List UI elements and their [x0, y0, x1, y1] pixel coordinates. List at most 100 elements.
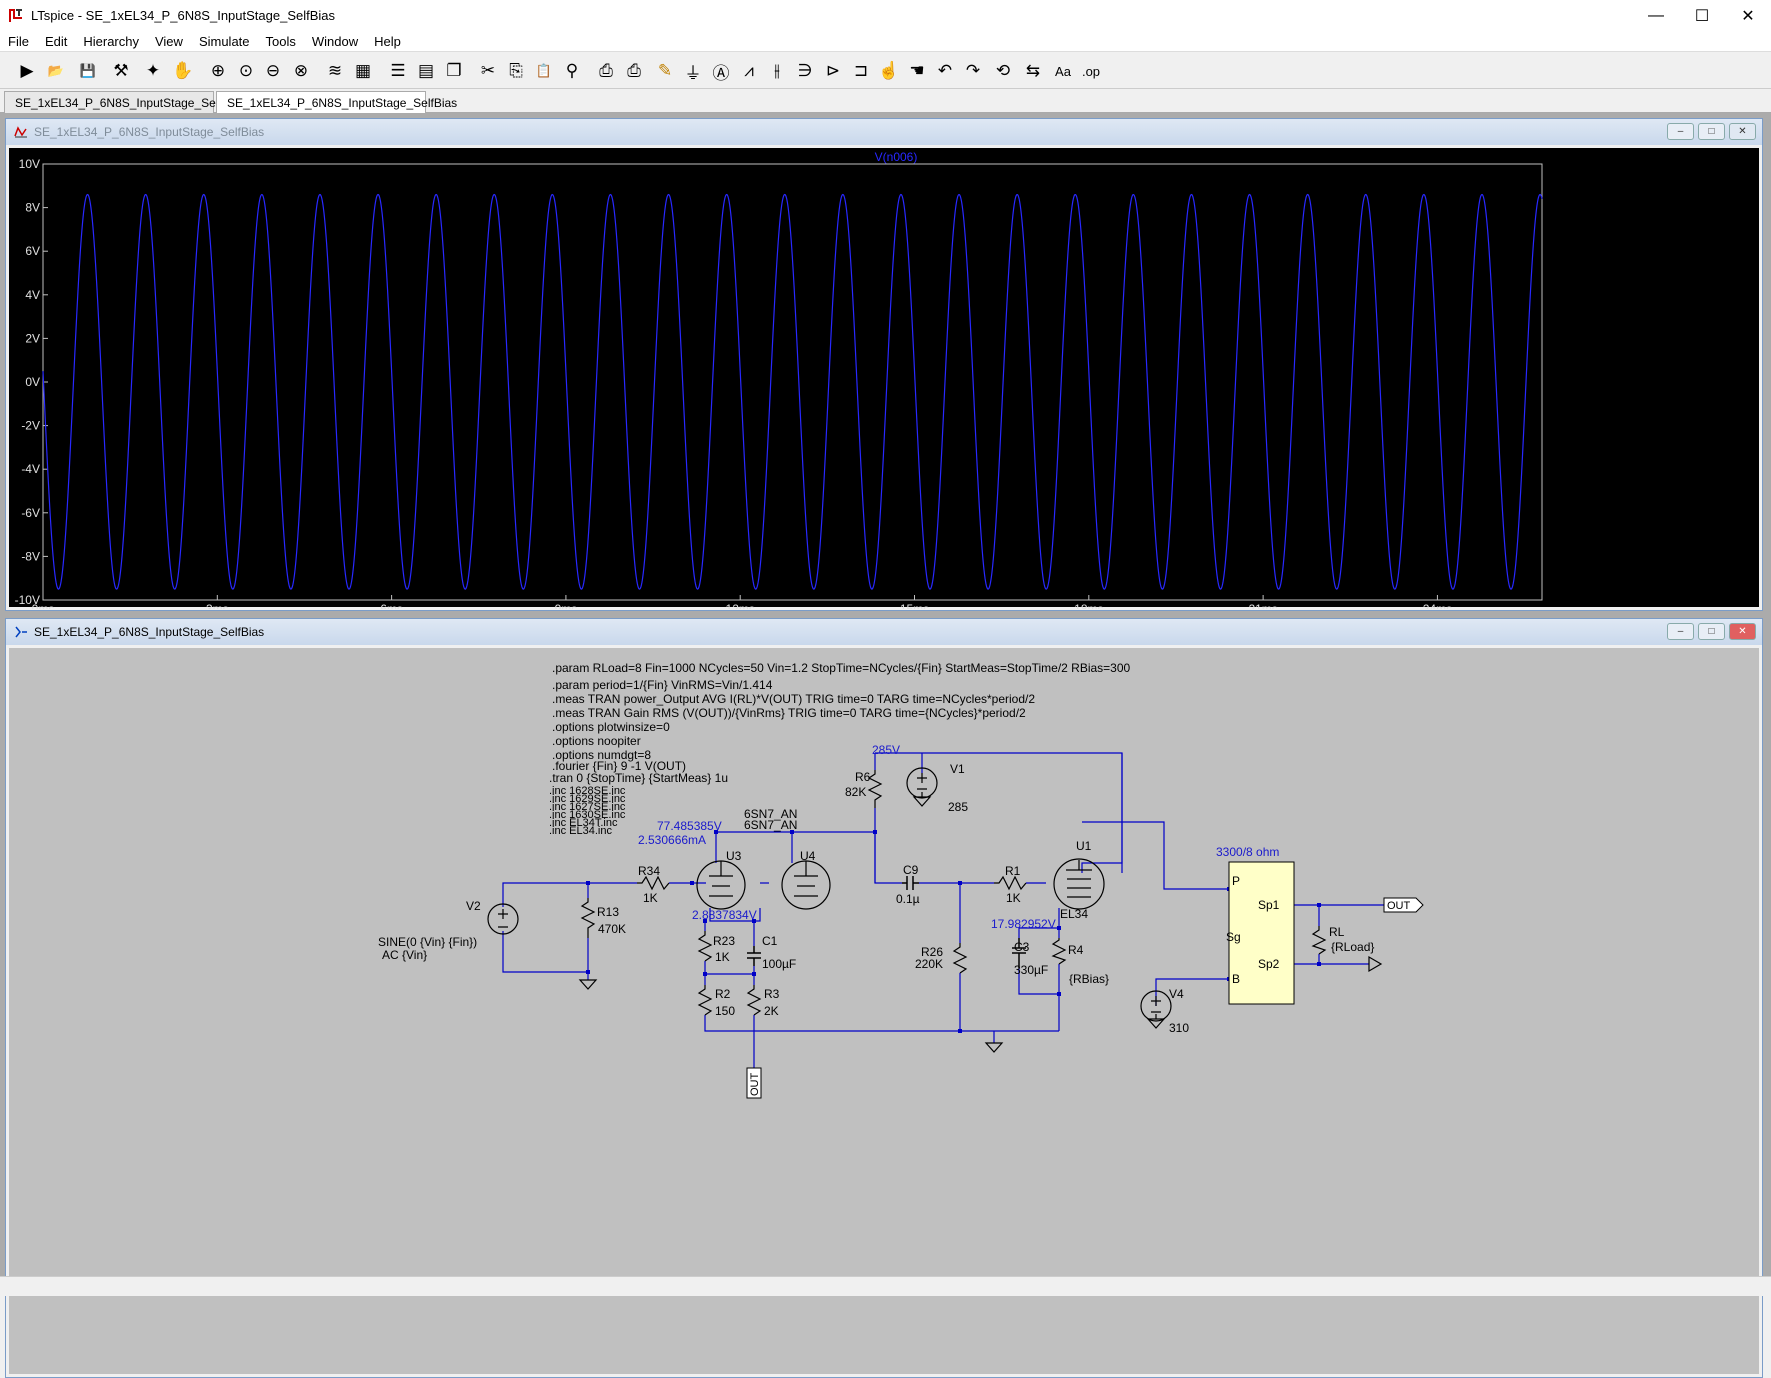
schematic-drawing[interactable]: .param RLoad=8 Fin=1000 NCycles=50 Vin=1…	[9, 648, 1759, 1374]
pan-hand-button[interactable]: ✋	[170, 58, 196, 84]
open-button[interactable]: 📂	[43, 58, 69, 84]
copy-button[interactable]: ⎘	[503, 58, 529, 84]
tube-u1-el34	[1053, 858, 1105, 910]
directive-meas-power[interactable]: .meas TRAN power_Output AVG I(RL)*V(OUT)…	[552, 692, 1035, 706]
autorange-button[interactable]: ≋	[322, 58, 348, 84]
resistor-button[interactable]: ⩘	[736, 58, 762, 84]
x-tick-label: 21ms	[1248, 602, 1277, 609]
waveform-plot[interactable]: V(n006) 10V8V6V4V2V0V-2V-4V-6V-8V-10V0ms…	[9, 148, 1759, 616]
menu-file[interactable]: File	[8, 33, 29, 49]
y-tick-label: 6V	[25, 244, 40, 258]
label-c3: C3	[1014, 940, 1030, 954]
directive-fourier[interactable]: .fourier {Fin} 9 -1 V(OUT)	[552, 759, 686, 773]
directive-param-1[interactable]: .param RLoad=8 Fin=1000 NCycles=50 Vin=1…	[552, 661, 1131, 675]
print-setup-button[interactable]: ⎙	[593, 58, 619, 84]
spice-directives[interactable]: .param RLoad=8 Fin=1000 NCycles=50 Vin=1…	[549, 661, 1131, 785]
schematic-minimize-button[interactable]: –	[1667, 623, 1694, 640]
zoom-out-button[interactable]: ⊖	[260, 58, 286, 84]
menu-simulate[interactable]: Simulate	[198, 33, 250, 49]
directive-tran[interactable]: .tran 0 {StopTime} {StartMeas} 1u	[549, 771, 728, 785]
menu-edit[interactable]: Edit	[44, 33, 68, 49]
include-1630[interactable]: .inc 1630SE.inc	[549, 809, 626, 821]
schematic-restore-button[interactable]: □	[1698, 623, 1725, 640]
maximize-button[interactable]: ☐	[1694, 7, 1710, 25]
cut-button[interactable]: ✂	[475, 58, 501, 84]
directive-meas-gain[interactable]: .meas TRAN Gain RMS (V(OUT))/{VinRms} TR…	[552, 706, 1026, 720]
paste-button[interactable]: 📋	[531, 58, 557, 84]
directive-noopiter[interactable]: .options noopiter	[552, 734, 641, 748]
tile-horizontal-button[interactable]: ☰	[385, 58, 411, 84]
delete-trace-button[interactable]: ▦	[350, 58, 376, 84]
plot-minimize-button[interactable]: –	[1667, 123, 1694, 140]
hammer-button[interactable]: ⚒	[108, 58, 134, 84]
tab-schematic[interactable]: SE_1xEL34_P_6N8S_InputStage_SelfBias	[216, 91, 457, 113]
include-el34t[interactable]: .inc EL34T.inc	[549, 817, 618, 829]
pin-p: P	[1232, 874, 1240, 888]
probe-button[interactable]: ✦	[140, 58, 166, 84]
cascade-button[interactable]: ❐	[441, 58, 467, 84]
text-button[interactable]: Aa	[1050, 58, 1076, 84]
value-r4: {RBias}	[1069, 972, 1109, 986]
tab-plot[interactable]: SE_1xEL34_P_6N8S_InputStage_SelfBias	[4, 91, 245, 113]
undo-button[interactable]: ↶	[932, 58, 958, 84]
diode-button[interactable]: ⊳	[820, 58, 846, 84]
directive-numdgt[interactable]: .options numdgt=8	[552, 748, 651, 762]
zoom-in-button[interactable]: ⊕	[205, 58, 231, 84]
value-r1: 1K	[1006, 891, 1021, 905]
schematic-canvas[interactable]: .param RLoad=8 Fin=1000 NCycles=50 Vin=1…	[9, 648, 1759, 1374]
plot-close-button[interactable]: ✕	[1729, 123, 1756, 140]
menu-view[interactable]: View	[154, 33, 183, 49]
rotate-button[interactable]: ⟲	[990, 58, 1016, 84]
delete-trace-icon: ▦	[354, 61, 372, 80]
directive-plotwinsize[interactable]: .options plotwinsize=0	[552, 720, 670, 734]
label-v4: V4	[1169, 987, 1184, 1001]
menu-window[interactable]: Window	[311, 33, 359, 49]
menu-hierarchy[interactable]: Hierarchy	[83, 33, 139, 49]
component-button[interactable]: ⊐	[848, 58, 874, 84]
schematic-window-titlebar[interactable]: SE_1xEL34_P_6N8S_InputStage_SelfBias – □…	[6, 619, 1762, 645]
model-u1: EL34	[1060, 907, 1088, 921]
trace-v-n006	[42, 193, 1543, 590]
schematic-close-button[interactable]: ✕	[1729, 623, 1756, 640]
label-v2: V2	[466, 899, 481, 913]
print-button[interactable]: ⎙	[621, 58, 647, 84]
menu-tools[interactable]: Tools	[265, 33, 296, 49]
ground-button[interactable]: ⏚	[680, 58, 706, 84]
menu-help[interactable]: Help	[374, 33, 401, 49]
find-button[interactable]: ⚲	[559, 58, 585, 84]
include-1627[interactable]: .inc 1627SE.inc	[549, 801, 626, 813]
close-button[interactable]: ✕	[1741, 7, 1755, 25]
value-r34: 1K	[643, 891, 658, 905]
zoom-area-button[interactable]: ⊙	[233, 58, 259, 84]
inductor-button[interactable]: ∋	[792, 58, 818, 84]
capacitor-button[interactable]: ⫲	[764, 58, 790, 84]
mirror-button[interactable]: ⇆	[1020, 58, 1046, 84]
plot-window-titlebar[interactable]: SE_1xEL34_P_6N8S_InputStage_SelfBias – □…	[6, 119, 1762, 145]
y-tick-label: 10V	[19, 157, 40, 171]
menu-bar: File Edit Hierarchy View Simulate Tools …	[0, 31, 1771, 51]
plot-restore-button[interactable]: □	[1698, 123, 1725, 140]
include-1629[interactable]: .inc 1629SE.inc	[549, 793, 626, 805]
paste-icon: 📋	[535, 63, 553, 78]
spice-directive-button[interactable]: .op	[1078, 58, 1104, 84]
operating-point-annotations[interactable]: 285V 77.485385V 2.530666mA 2.8837834V 17…	[638, 743, 1279, 931]
include-1628[interactable]: .inc 1628SE.inc	[549, 785, 626, 797]
zoom-cancel-button[interactable]: ⊗	[288, 58, 314, 84]
drag-button[interactable]: ☚	[904, 58, 930, 84]
pencil-button[interactable]: ✎	[652, 58, 678, 84]
output-transformer[interactable]	[1228, 861, 1295, 1005]
save-button[interactable]: 💾	[75, 58, 101, 84]
minimize-button[interactable]: —	[1648, 6, 1664, 24]
label-button[interactable]: Ⓐ	[708, 58, 734, 84]
redo-button[interactable]: ↷	[960, 58, 986, 84]
tile-vertical-button[interactable]: ▤	[413, 58, 439, 84]
move-button[interactable]: ☝	[876, 58, 902, 84]
run-button[interactable]: ▶	[14, 58, 40, 84]
include-el34[interactable]: .inc EL34.inc	[549, 825, 612, 837]
y-tick-label: -6V	[21, 506, 40, 520]
directive-param-2[interactable]: .param period=1/{Fin} VinRMS=Vin/1.414	[552, 678, 773, 692]
include-directives[interactable]: .inc 1628SE.inc .inc 1629SE.inc .inc 162…	[549, 785, 626, 837]
trace-legend-label[interactable]: V(n006)	[875, 150, 918, 164]
value-r13: 470K	[598, 922, 626, 936]
